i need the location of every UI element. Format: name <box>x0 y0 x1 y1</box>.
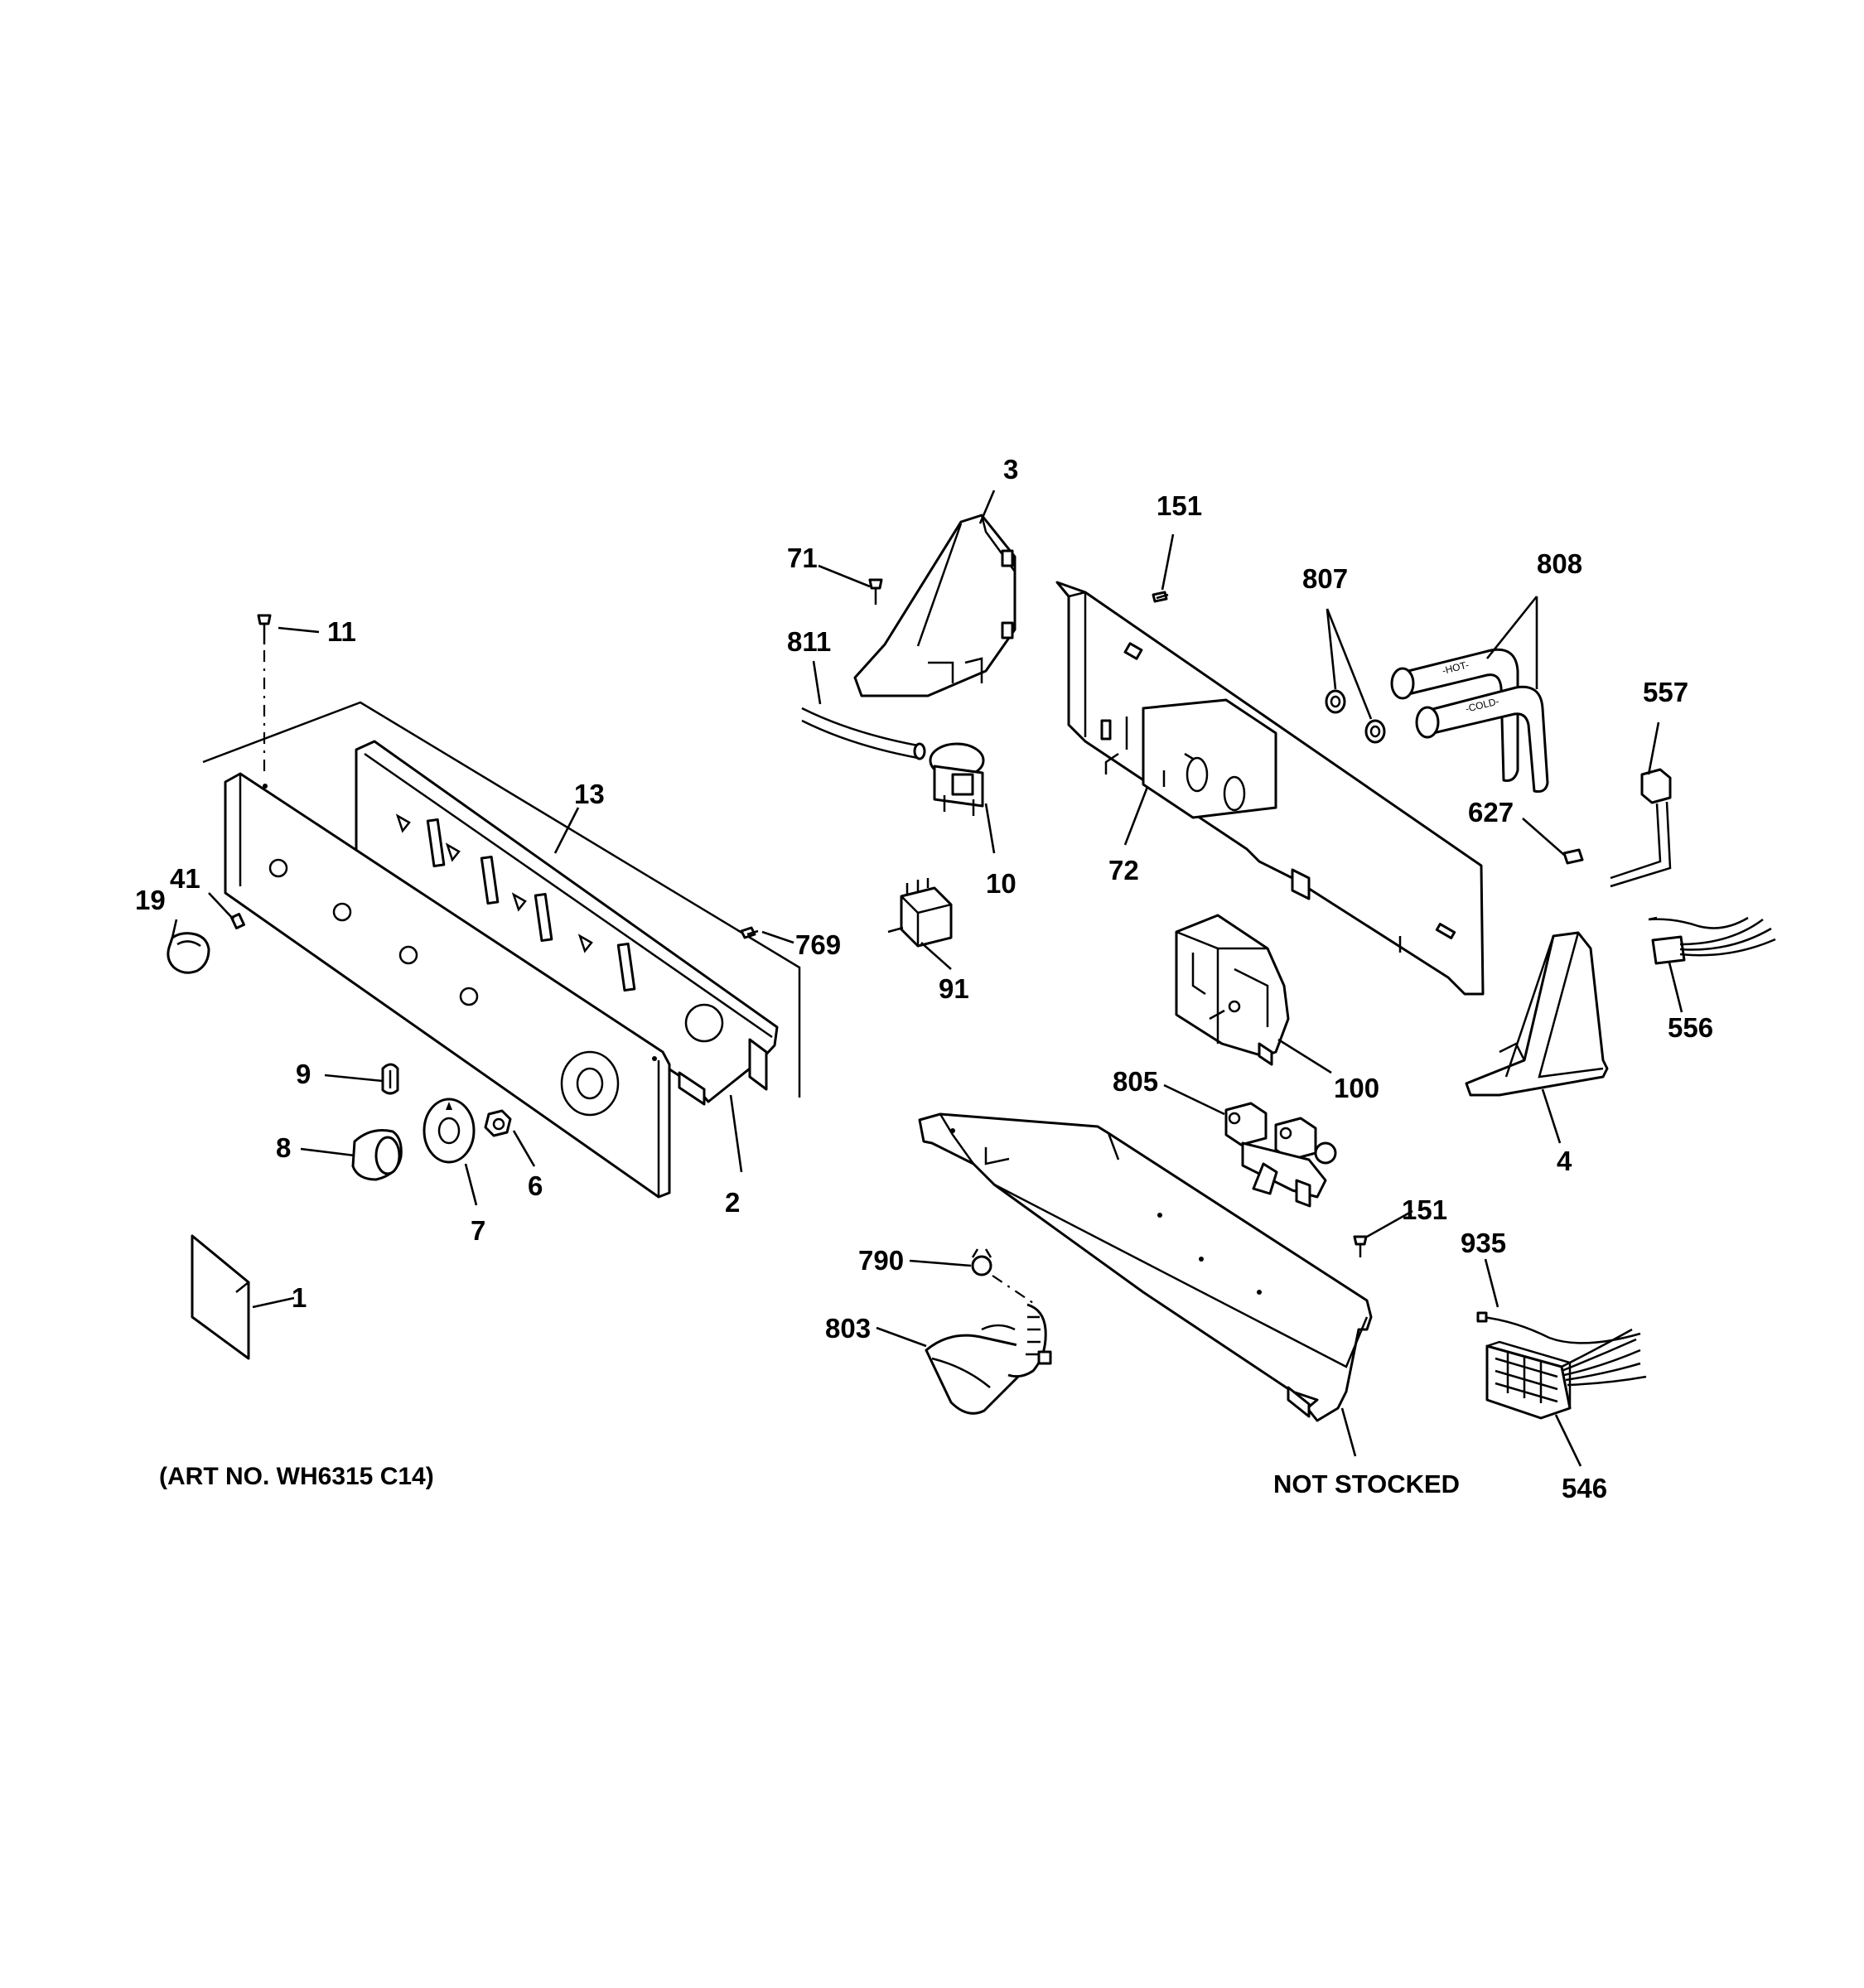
callout-7: 7 <box>471 1215 485 1246</box>
callout-805: 805 <box>1113 1066 1158 1097</box>
callout-2: 2 <box>725 1187 740 1218</box>
knob-19-icon <box>167 932 210 974</box>
timer-100-icon <box>1175 914 1290 1066</box>
callout-557: 557 <box>1643 677 1688 707</box>
panel-group-outline <box>202 701 801 1098</box>
bracket-3 <box>853 514 1017 697</box>
knob-8-icon <box>351 1129 403 1181</box>
callout-627: 627 <box>1468 797 1514 828</box>
leader-lines <box>171 490 1683 1467</box>
callout-769: 769 <box>795 929 841 960</box>
switch-91-icon <box>887 878 953 948</box>
bottom-bracket-not-stocked <box>918 1112 1373 1422</box>
callout-3: 3 <box>1003 454 1018 485</box>
callout-19: 19 <box>135 885 166 915</box>
callout-556: 556 <box>1668 1012 1713 1043</box>
washer-807b-icon <box>1364 719 1386 744</box>
art-number: (ART NO. WH6315 C14) <box>159 1463 434 1490</box>
callout-1: 1 <box>292 1282 307 1313</box>
harness-556-icon <box>1648 916 1776 965</box>
fill-tube-803-icon <box>925 1303 1052 1415</box>
callout-11: 11 <box>327 616 356 647</box>
front-panel-13 <box>224 772 671 1199</box>
bracket-4 <box>1465 931 1609 1097</box>
not-stocked-label: NOT STOCKED <box>1273 1469 1460 1498</box>
callout-10: 10 <box>986 868 1017 899</box>
callout-151-bottom: 151 <box>1402 1194 1447 1225</box>
screw-71-icon <box>868 578 883 605</box>
clip-9-icon <box>381 1063 399 1095</box>
dial-7-icon <box>423 1098 476 1164</box>
callout-13: 13 <box>574 779 605 809</box>
callout-807: 807 <box>1302 563 1348 594</box>
callout-546: 546 <box>1562 1473 1607 1503</box>
cord-557-icon <box>1610 768 1672 888</box>
screw-11-icon <box>257 614 272 774</box>
callout-151-top: 151 <box>1157 490 1202 521</box>
callout-808: 808 <box>1537 548 1582 579</box>
callout-811: 811 <box>787 626 831 657</box>
callout-6: 6 <box>528 1170 543 1201</box>
callout-labels: 11 13 41 19 9 8 7 6 2 1 769 3 71 811 10 … <box>135 454 1713 1503</box>
callout-71: 71 <box>787 543 818 573</box>
callout-8: 8 <box>276 1132 291 1163</box>
part-627-icon <box>1562 848 1584 865</box>
callout-72: 72 <box>1108 855 1139 885</box>
callout-935: 935 <box>1461 1228 1506 1258</box>
callout-9: 9 <box>296 1059 311 1089</box>
hoses-808-icon: -HOT- -COLD- <box>1390 648 1549 793</box>
callout-790: 790 <box>858 1245 904 1276</box>
callout-91: 91 <box>939 973 969 1004</box>
nut-6-icon <box>484 1109 512 1137</box>
connector-546-icon <box>1485 1328 1647 1420</box>
washer-807a-icon <box>1325 689 1346 714</box>
harness-935-icon <box>1476 1311 1641 1344</box>
clamp-790-icon <box>971 1248 1036 1305</box>
water-valve-805-icon <box>1224 1102 1337 1208</box>
hose-811-icon <box>801 707 926 760</box>
screw-151-bottom-icon <box>1353 1235 1368 1257</box>
setscrew-41-icon <box>230 913 245 929</box>
pressure-switch-10-icon <box>929 742 985 816</box>
screw-151-top-icon <box>1152 591 1169 603</box>
screw-769-icon <box>740 926 759 939</box>
callout-100: 100 <box>1334 1073 1379 1103</box>
callout-4: 4 <box>1557 1146 1572 1176</box>
backsplash-72 <box>1055 581 1485 996</box>
callout-41: 41 <box>170 863 200 894</box>
envelope-1-icon <box>191 1234 250 1360</box>
callout-803: 803 <box>825 1313 871 1344</box>
